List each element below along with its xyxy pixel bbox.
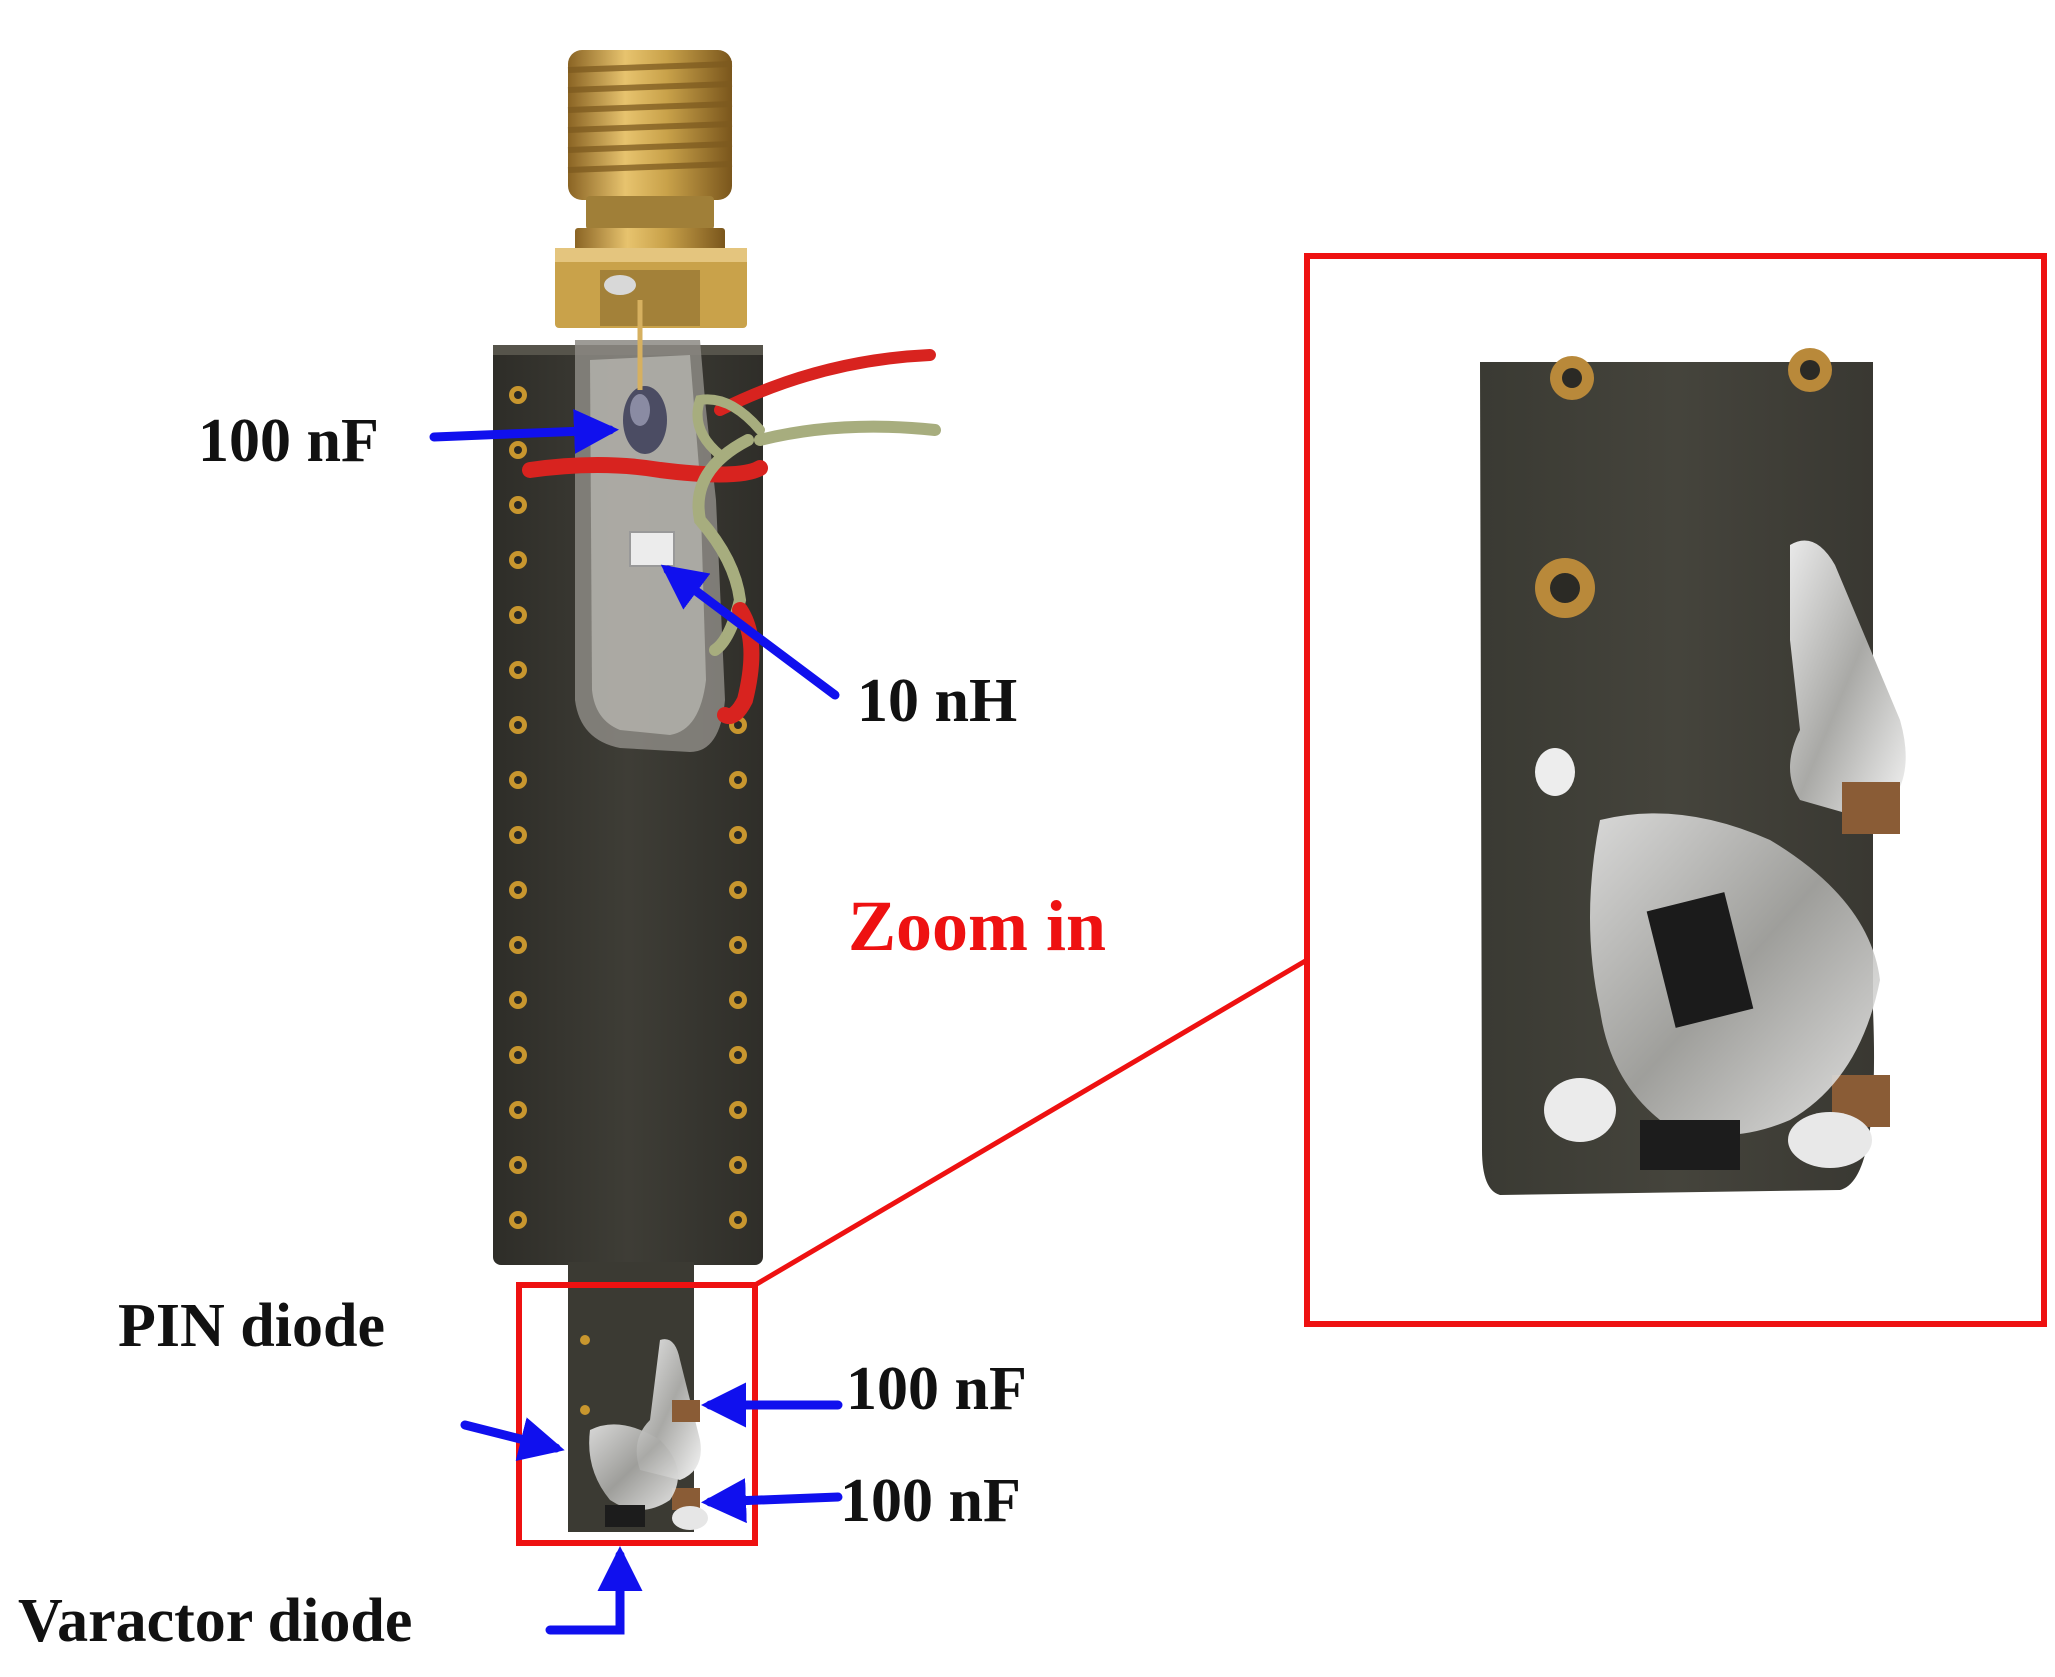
label-cap-right-1: 100 nF	[846, 1355, 1027, 1423]
arrow-varactor	[545, 1546, 643, 1635]
antenna-pcb	[493, 300, 763, 1532]
via-hole-center	[514, 1106, 522, 1114]
via-hole-center	[514, 556, 522, 564]
via-hole-center	[514, 1051, 522, 1059]
via-holes	[509, 386, 747, 1229]
via-hole-center	[734, 996, 742, 1004]
arrow-cap-top	[429, 408, 619, 454]
label-zoom-in: Zoom in	[848, 886, 1107, 966]
via-hole-center	[734, 776, 742, 784]
via-hole-center	[734, 941, 742, 949]
arrow-cap-right-2	[701, 1478, 843, 1524]
via-hole-center	[514, 776, 522, 784]
via-hole-center	[734, 721, 742, 729]
arrow-pin-diode	[460, 1417, 565, 1461]
via-hole-center	[514, 666, 522, 674]
label-cap-top: 100 nF	[198, 407, 379, 475]
via-hole-center	[514, 611, 522, 619]
via-hole-center	[734, 1161, 742, 1169]
sma-connector	[555, 50, 747, 328]
label-cap-right-2: 100 nF	[840, 1467, 1021, 1535]
label-pin-diode: PIN diode	[118, 1292, 385, 1360]
via-hole-center	[514, 996, 522, 1004]
via-hole-center	[514, 831, 522, 839]
via-hole-center	[514, 1161, 522, 1169]
via-hole-center	[734, 1106, 742, 1114]
annotation-arrows	[429, 408, 843, 1635]
label-varactor-diode: Varactor diode	[18, 1587, 413, 1655]
label-inductor: 10 nH	[857, 667, 1018, 735]
via-hole-center	[514, 721, 522, 729]
zoom-in-panel	[1304, 253, 2047, 1327]
via-hole-center	[734, 831, 742, 839]
zoom-region-frame	[516, 1282, 758, 1546]
via-hole-center	[734, 1216, 742, 1224]
arrow-inductor	[660, 564, 840, 700]
via-hole-center	[514, 391, 522, 399]
via-hole-center	[514, 941, 522, 949]
via-hole-center	[514, 501, 522, 509]
feed-components	[580, 1335, 708, 1530]
via-hole-center	[514, 886, 522, 894]
via-hole-center	[514, 1216, 522, 1224]
via-hole-center	[734, 886, 742, 894]
via-hole-center	[734, 1051, 742, 1059]
zoom-connector-line	[753, 957, 1309, 1288]
via-hole-center	[514, 446, 522, 454]
